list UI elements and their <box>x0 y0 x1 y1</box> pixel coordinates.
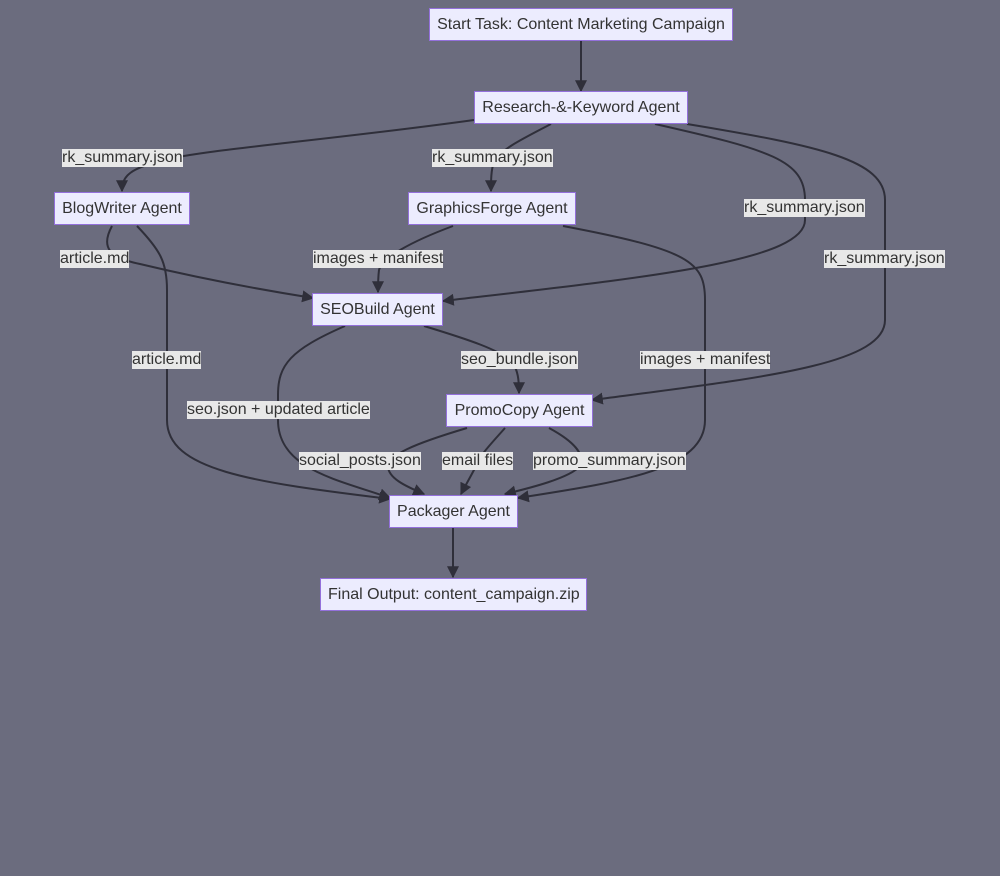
node-research-keyword-agent[interactable]: Research-&-Keyword Agent <box>474 91 688 124</box>
node-promocopy-agent[interactable]: PromoCopy Agent <box>446 394 593 427</box>
edge-label-social-posts: social_posts.json <box>299 452 421 470</box>
edge-label-promo-summary: promo_summary.json <box>533 452 686 470</box>
edge-blogwriter-seo <box>106 225 315 303</box>
edge-label-rk-summary-seo: rk_summary.json <box>744 199 865 217</box>
edge-label-article-packager: article.md <box>132 351 202 369</box>
edge-label-images-seo: images + manifest <box>313 250 444 268</box>
edge-label-rk-summary-graphics: rk_summary.json <box>432 149 553 167</box>
edge-research-seo <box>441 123 806 306</box>
edge-research-blogwriter <box>116 119 475 193</box>
edge-label-images-packager: images + manifest <box>640 351 771 369</box>
node-graphicsforge-agent[interactable]: GraphicsForge Agent <box>408 192 576 225</box>
edge-label-article-seo: article.md <box>60 250 130 268</box>
edge-seo-packager <box>277 325 392 500</box>
edge-label-rk-summary-promo: rk_summary.json <box>824 250 945 268</box>
edge-label-email-files: email files <box>442 452 514 470</box>
edge-label-seo-bundle: seo_bundle.json <box>461 351 578 369</box>
edge-label-rk-summary-blogwriter: rk_summary.json <box>62 149 183 167</box>
node-seobuild-agent[interactable]: SEOBuild Agent <box>312 293 443 326</box>
edge-graphics-packager <box>516 225 706 503</box>
edge-label-seo-packager: seo.json + updated article <box>187 401 370 419</box>
edge-blogwriter-packager <box>136 225 392 504</box>
edge-graphics-seo <box>372 225 454 294</box>
node-start-task[interactable]: Start Task: Content Marketing Campaign <box>429 8 733 41</box>
node-packager-agent[interactable]: Packager Agent <box>389 495 518 528</box>
node-blogwriter-agent[interactable]: BlogWriter Agent <box>54 192 190 225</box>
edge-research-promo <box>590 123 886 405</box>
node-final-output[interactable]: Final Output: content_campaign.zip <box>320 578 587 611</box>
